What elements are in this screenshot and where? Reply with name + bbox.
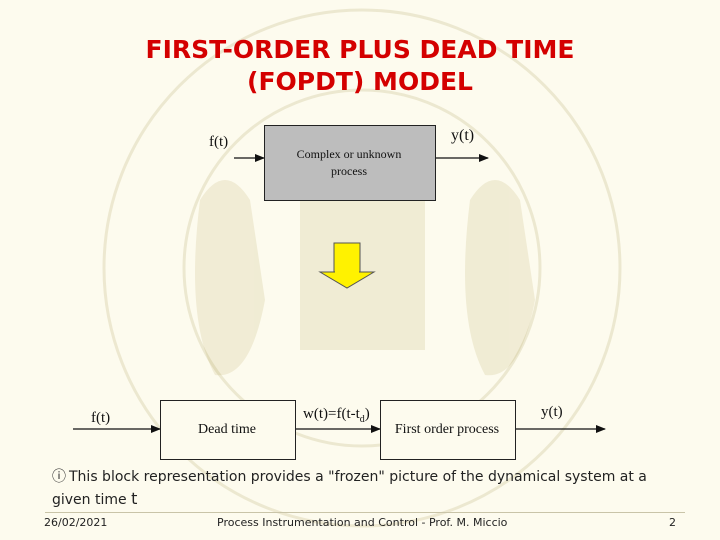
first-order-process-label: First order process xyxy=(394,422,500,437)
intermediate-signal-subscript: d xyxy=(359,414,365,425)
top-input-label: f(t) xyxy=(209,134,229,150)
first-order-process-block xyxy=(380,400,516,460)
process-label-line-1: Complex or unknown xyxy=(296,147,402,161)
note-time-symbol: t xyxy=(131,489,138,508)
unknown-process-label: Complex or unknown process xyxy=(264,146,434,180)
intermediate-signal-label: w(t)=f(t-td) xyxy=(303,406,370,425)
slide-title: FIRST-ORDER PLUS DEAD TIME (FOPDT) MODEL xyxy=(60,34,660,98)
dead-time-label: Dead time xyxy=(198,422,256,437)
title-line-1: FIRST-ORDER PLUS DEAD TIME xyxy=(145,35,575,64)
footer-date: 26/02/2021 xyxy=(44,516,108,529)
intermediate-signal-main: w(t)=f(t-t xyxy=(303,406,360,422)
bottom-input-label: f(t) xyxy=(91,410,111,426)
footer-divider xyxy=(45,512,685,513)
footer-page-number: 2 xyxy=(669,516,676,529)
title-line-2: (FOPDT) MODEL xyxy=(247,67,473,96)
intermediate-signal-close: ) xyxy=(364,406,370,422)
info-icon: ⓘ xyxy=(52,469,66,485)
top-output-label: y(t) xyxy=(451,127,475,144)
process-label-line-2: process xyxy=(331,164,367,178)
footer-course: Process Instrumentation and Control - Pr… xyxy=(217,516,508,529)
bottom-output-label: y(t) xyxy=(541,404,563,420)
transform-down-arrow xyxy=(318,242,376,289)
dead-time-block xyxy=(160,400,296,460)
unknown-process-block xyxy=(264,125,436,201)
note-text: This block representation provides a "fr… xyxy=(52,469,647,508)
